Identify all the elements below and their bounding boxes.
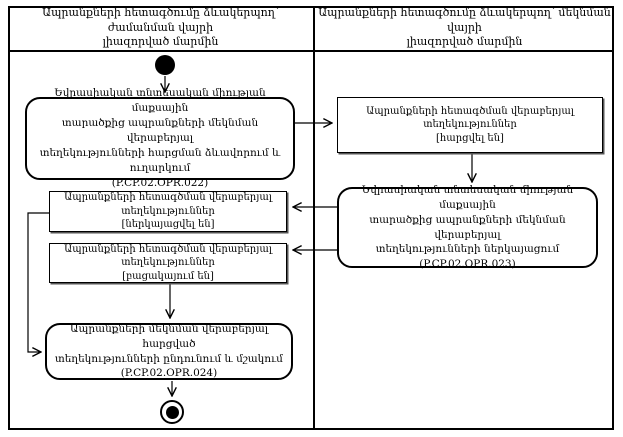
initial-node-icon	[155, 55, 175, 75]
final-node-icon	[160, 400, 184, 424]
lane-header-departure-authority: Ապրանքների հետագծումը ձևակերպող՝ մեկնման…	[318, 5, 611, 49]
activity-opr024: Ապրանքների մեկնման վերաբերյալ հարցված տե…	[45, 323, 293, 380]
lane-header-arrival-authority: Ապրանքների հետագծումը ձևակերպող՝ ժամանմա…	[42, 5, 279, 49]
activity-opr023: Եվրասիական տնտեսական միության մաքսային տ…	[337, 184, 598, 270]
swimlane-divider	[313, 6, 315, 430]
object-state-info-requested: Ապրանքների հետագծման վերաբերյալ տեղեկութ…	[337, 97, 603, 153]
lane-header-underline	[8, 50, 614, 52]
activity-opr022: Եվրասիական տնտեսական միության մաքսային տ…	[25, 87, 295, 189]
diagram-border	[8, 6, 614, 430]
object-state-info-presented: Ապրանքների հետագծման վերաբերյալ տեղեկութ…	[49, 191, 287, 232]
object-state-info-missing: Ապրանքների հետագծման վերաբերյալ տեղեկութ…	[49, 243, 287, 283]
final-node-dot	[165, 405, 179, 419]
